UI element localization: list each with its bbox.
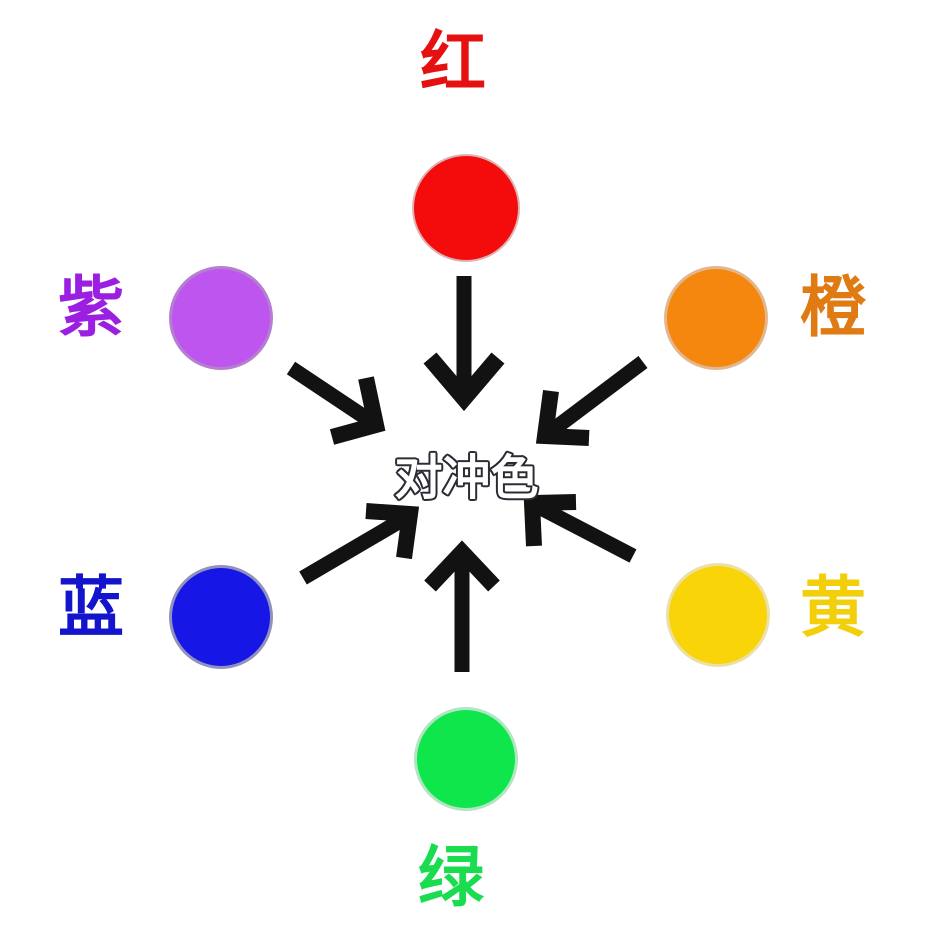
color-node-blue[interactable] — [172, 568, 270, 666]
color-node-red[interactable] — [414, 156, 518, 260]
label-blue: 蓝 — [58, 569, 124, 646]
label-orange: 橙 — [800, 269, 866, 346]
color-node-purple[interactable] — [172, 269, 270, 367]
label-green: 绿 — [418, 839, 484, 916]
arrow-red-to-center — [423, 276, 505, 412]
arrow-yellow-to-center — [523, 494, 637, 563]
center-label: 对冲色 — [393, 450, 540, 506]
color-node-green[interactable] — [417, 710, 515, 808]
arrow-orange-to-center — [535, 356, 648, 446]
label-purple: 紫 — [58, 269, 124, 346]
color-node-yellow[interactable] — [669, 566, 767, 664]
label-yellow: 黄 — [800, 569, 866, 646]
label-red: 红 — [420, 24, 486, 101]
arrow-green-to-center — [424, 540, 500, 672]
color-node-orange[interactable] — [667, 269, 765, 367]
arrow-purple-to-center — [286, 361, 386, 445]
arrow-blue-to-center — [299, 503, 420, 585]
